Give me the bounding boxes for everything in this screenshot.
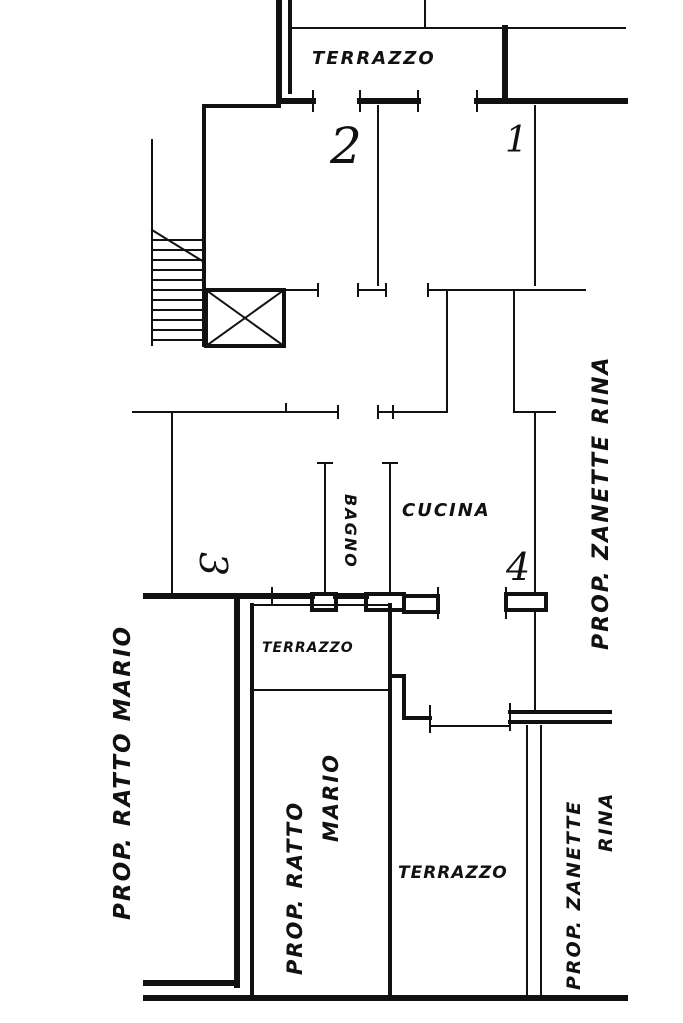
room-4-label: 4 — [505, 545, 530, 589]
staircase — [150, 139, 206, 346]
bagno-label: BAGNO — [341, 494, 360, 569]
top-terrace-walls — [276, 0, 628, 112]
prop-ratto-mario-inner-label-1: PROP. RATTO — [283, 801, 307, 975]
room-3-label: 3 — [191, 552, 235, 576]
lift-shaft — [204, 288, 286, 348]
terrazzo-bottom-label: TERRAZZO — [398, 863, 508, 883]
corridor-walls — [132, 289, 556, 596]
terrazzo-top-label: TERRAZZO — [312, 48, 436, 69]
room-2-label: 2 — [329, 117, 362, 175]
prop-ratto-mario-inner-label-2: MARIO — [319, 753, 343, 842]
cucina-label: CUCINA — [402, 500, 491, 521]
prop-zanette-rina-lower-label-2: RINA — [595, 792, 617, 852]
middle-facade — [143, 587, 548, 619]
terrazzo-mid-label: TERRAZZO — [262, 640, 354, 656]
prop-zanette-rina-lower-label-1: PROP. ZANETTE — [563, 800, 585, 990]
room-1-label: 1 — [505, 120, 528, 161]
lower-walls — [143, 593, 628, 1001]
prop-ratto-mario-outer-label: PROP. RATTO MARIO — [110, 625, 136, 920]
prop-zanette-rina-upper-label: PROP. ZANETTE RINA — [589, 356, 614, 650]
bagno-walls — [317, 462, 398, 596]
